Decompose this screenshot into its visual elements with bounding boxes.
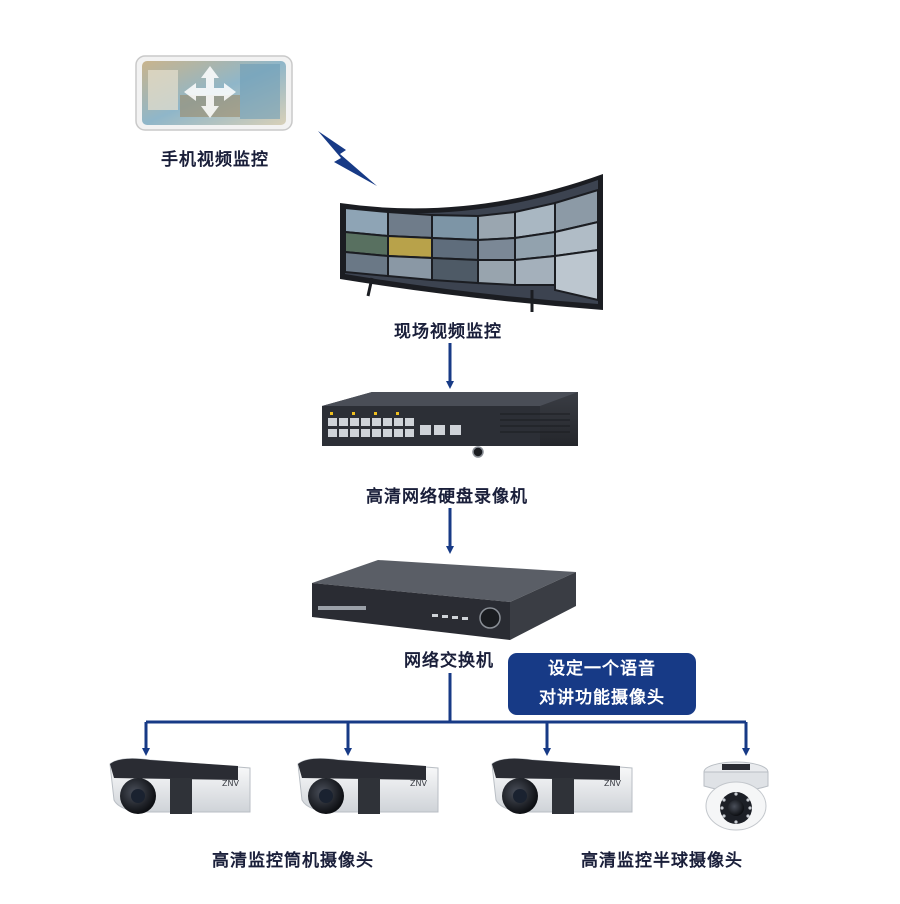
- switch-device: [312, 560, 576, 640]
- badge-line-1: 设定一个语音: [548, 659, 656, 679]
- nvr-label: 高清网络硬盘录像机: [366, 487, 528, 507]
- onsite-monitoring-label: 现场视频监控: [394, 322, 502, 342]
- voice-intercom-badge: 设定一个语音 对讲功能摄像头: [508, 653, 696, 715]
- nvr-device: [322, 392, 578, 458]
- camera-brand: ZNV: [604, 779, 621, 788]
- bullet-camera-2: ZNV: [297, 758, 439, 814]
- video-wall-monitor: [340, 174, 603, 312]
- switch-label: 网络交换机: [404, 651, 494, 671]
- camera-connector-tree: [142, 673, 750, 756]
- camera-brand: ZNV: [410, 779, 427, 788]
- badge-line-2: 对讲功能摄像头: [539, 688, 665, 708]
- bullet-camera-label: 高清监控筒机摄像头: [212, 851, 374, 871]
- bullet-camera-3: ZNV: [491, 758, 633, 814]
- camera-brand: ZNV: [222, 779, 239, 788]
- bullet-camera-1: ZNV: [109, 758, 251, 814]
- four-way-arrow-icon: [184, 66, 236, 118]
- dome-camera: [703, 761, 769, 831]
- dome-camera-label: 高清监控半球摄像头: [581, 851, 743, 871]
- lightning-bolt-icon: [318, 131, 377, 186]
- phone-monitoring-label: 手机视频监控: [161, 150, 269, 170]
